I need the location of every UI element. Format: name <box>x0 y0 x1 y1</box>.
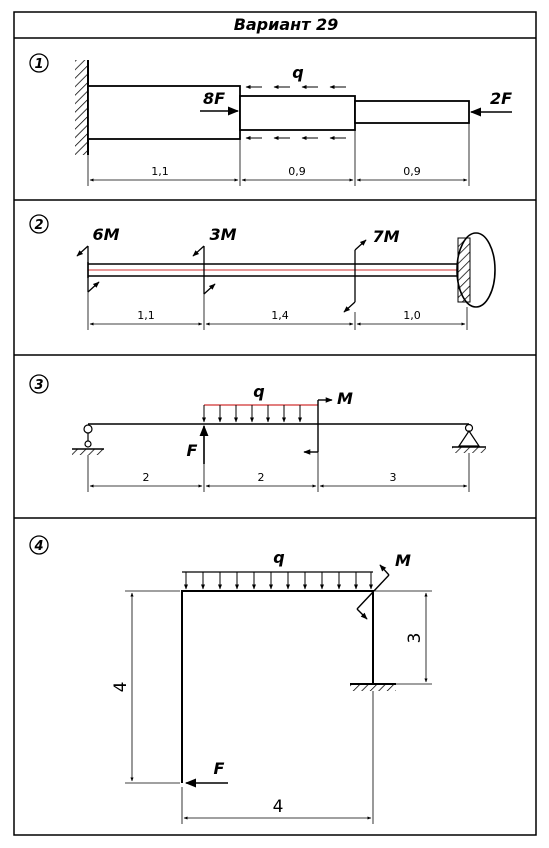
force-label-f: F <box>214 759 225 778</box>
dimension-label: 1,1 <box>151 165 169 178</box>
pin-support <box>452 423 486 453</box>
moment-label-m: M <box>337 389 353 408</box>
panel-2: 2 6M 3M 7M <box>29 214 496 330</box>
dimension-label: 4 <box>273 797 284 817</box>
distributed-load-label: q <box>273 548 284 567</box>
moment-label-m: M <box>395 551 411 570</box>
handwheel <box>456 232 496 308</box>
dimension-label: 4 <box>111 682 131 693</box>
panel-number: 4 <box>33 539 43 554</box>
dimension-label: 2 <box>143 471 150 484</box>
force-label-8f: 8F <box>203 89 225 108</box>
bar-segment-3 <box>354 100 470 124</box>
bar-segment-2 <box>239 95 356 131</box>
panel-number-circle <box>29 53 49 73</box>
dimension-lines <box>87 292 468 330</box>
torque-6m <box>76 245 100 293</box>
panel-number-circle <box>29 535 49 555</box>
panel-1: 1 q 8F 2F <box>29 53 512 186</box>
moment-m <box>303 397 333 455</box>
distributed-load-label: q <box>253 382 264 401</box>
roller-support <box>72 424 104 455</box>
distributed-load-arrows <box>245 85 346 140</box>
dimension-label: 3 <box>390 471 397 484</box>
dimension-label: 0,9 <box>403 165 421 178</box>
torque-label-7m: 7M <box>372 227 399 246</box>
support-hatching <box>350 684 396 691</box>
dimension-lines <box>125 590 432 824</box>
dimension-label: 1,1 <box>137 309 155 322</box>
torque-label-6m: 6M <box>92 225 119 244</box>
torque-7m <box>343 239 367 313</box>
dimension-lines <box>87 452 470 492</box>
force-label-f: F <box>187 441 198 460</box>
panel-4: 4 q M F <box>29 535 432 824</box>
moment-m <box>356 564 390 620</box>
dimension-lines <box>87 123 470 186</box>
panel-number: 2 <box>34 218 43 233</box>
distributed-load-arrows <box>202 405 302 423</box>
force-label-2f: 2F <box>490 89 512 108</box>
wall-hatching <box>75 60 88 155</box>
torque-label-3m: 3M <box>209 225 236 244</box>
dimension-label: 3 <box>405 633 425 644</box>
panel-number-circle <box>29 374 49 394</box>
distributed-load-arrows <box>184 572 373 590</box>
panel-number: 3 <box>34 378 43 393</box>
panel-number-circle <box>29 214 49 234</box>
outer-frame <box>13 11 537 836</box>
title-text: Вариант 29 <box>234 15 339 34</box>
torque-3m <box>192 245 216 295</box>
dimension-label: 1,0 <box>403 309 421 322</box>
dimension-label: 2 <box>258 471 265 484</box>
panel-3: 3 q F <box>29 374 486 492</box>
dimension-label: 1,4 <box>271 309 289 322</box>
distributed-load-label: q <box>292 63 303 82</box>
frame <box>181 590 374 783</box>
panel-number: 1 <box>34 57 43 72</box>
dimension-label: 0,9 <box>288 165 306 178</box>
